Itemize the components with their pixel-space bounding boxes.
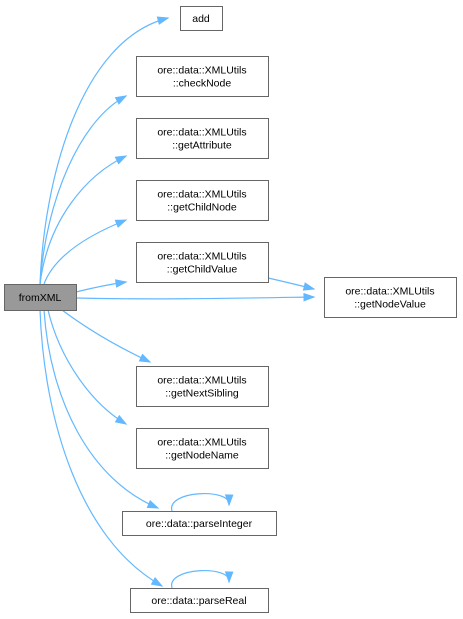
node-root-fromXML[interactable]: fromXML [4,284,77,311]
node-box [136,118,269,159]
node-box [136,428,269,469]
node-label-line-1: ore::data::parseInteger [146,518,253,530]
edge-line [43,219,127,285]
node-label-line-2: ::getNodeName [165,450,239,462]
edge-arrowhead [224,494,234,507]
node-parseReal[interactable]: ore::data::parseReal [130,588,269,613]
edge-line [39,155,127,285]
edge-parseReal-to-parseReal [171,569,234,589]
node-parseInteger[interactable]: ore::data::parseInteger [122,511,277,536]
node-label-line-1: ore::data::XMLUtils [157,375,246,387]
edge-line [39,17,169,285]
node-label-line-2: ::getNextSibling [165,388,239,400]
node-checkNode[interactable]: ore::data::XMLUtils::checkNode [136,56,269,97]
node-getNodeValue[interactable]: ore::data::XMLUtils::getNodeValue [324,277,457,318]
edge-arrowhead [114,279,128,288]
node-box [136,242,269,283]
edge-line [47,309,127,425]
node-label-line-1: ore::data::XMLUtils [157,437,246,449]
edge-arrowhead [303,292,316,302]
edge-arrowhead [114,155,128,165]
edge-fromXML-to-parseReal [39,309,164,587]
edge-line [75,296,315,300]
edge-fromXML-to-checkNode [39,95,128,285]
node-label-line-2: ::checkNode [173,78,232,90]
node-label-line-1: add [192,13,210,25]
node-getNodeName[interactable]: ore::data::XMLUtils::getNodeName [136,428,269,469]
edge-arrowhead [302,282,316,291]
edge-fromXML-to-getChildValue [75,279,128,293]
edge-arrowhead [114,414,128,425]
node-box [324,277,457,318]
edge-fromXML-to-getNodeName [47,309,128,425]
edge-line [39,95,127,285]
edges-layer [39,16,316,589]
node-label-line-1: ore::data::XMLUtils [157,189,246,201]
edge-fromXML-to-getAttribute [39,155,128,285]
edge-fromXML-to-add [39,16,170,285]
edge-arrowhead [138,353,152,363]
edge-arrowhead [224,571,234,584]
node-box [4,284,77,311]
edge-arrowhead [114,95,128,105]
node-label-line-1: ore::data::XMLUtils [345,286,434,298]
edge-fromXML-to-parseInteger [43,309,160,509]
edge-fromXML-to-getNodeValue [75,292,316,302]
edge-fromXML-to-getChildNode [43,219,128,285]
node-getChildValue[interactable]: ore::data::XMLUtils::getChildValue [136,242,269,283]
edge-arrowhead [156,16,170,25]
node-label-line-1: ore::data::XMLUtils [157,251,246,263]
edge-line [171,492,230,512]
node-box [122,511,277,536]
node-label-line-1: ore::data::XMLUtils [157,65,246,77]
node-add[interactable]: add [180,6,223,31]
node-label-line-2: ::getChildNode [167,202,237,214]
node-getChildNode[interactable]: ore::data::XMLUtils::getChildNode [136,180,269,221]
node-label-line-2: ::getChildValue [167,264,238,276]
node-box [136,180,269,221]
edge-line [43,309,159,509]
node-label-line-1: fromXML [19,292,62,304]
node-getAttribute[interactable]: ore::data::XMLUtils::getAttribute [136,118,269,159]
node-label-line-2: ::getNodeValue [354,299,426,311]
node-label-line-1: ore::data::parseReal [151,595,246,607]
edge-parseInteger-to-parseInteger [171,492,234,512]
node-getNextSibling[interactable]: ore::data::XMLUtils::getNextSibling [136,366,269,407]
edge-line [39,309,163,587]
edge-arrowhead [146,499,160,509]
edge-fromXML-to-getNextSibling [61,309,152,363]
node-box [136,56,269,97]
node-box [136,366,269,407]
nodes-layer: fromXML addore::data::XMLUtils::checkNode… [4,6,457,613]
node-label-line-1: ore::data::XMLUtils [157,127,246,139]
edge-arrowhead [114,219,128,228]
node-label-line-2: ::getAttribute [172,140,232,152]
edge-arrowhead [150,577,164,587]
edge-getChildValue-to-getNodeValue [267,277,316,291]
node-box [130,588,269,613]
edge-line [61,309,151,363]
edge-line [171,569,230,589]
node-box [180,6,223,31]
